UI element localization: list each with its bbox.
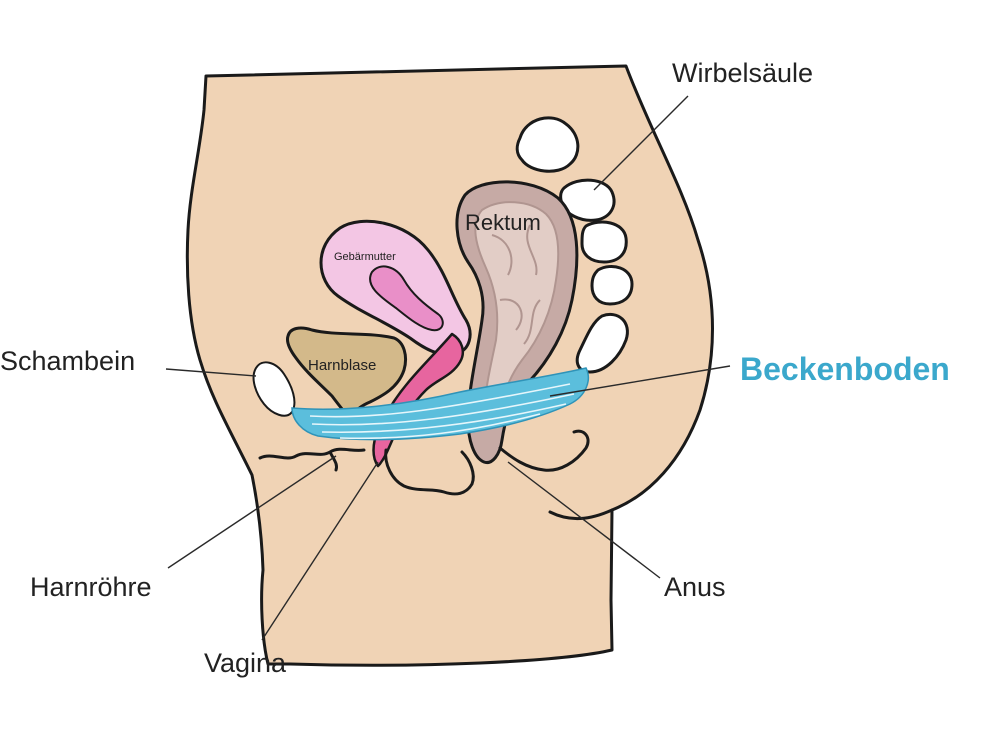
label-harnroehre: Harnröhre	[30, 572, 152, 602]
label-rektum: Rektum	[465, 210, 541, 235]
vertebra	[582, 222, 626, 262]
label-gebaermutter: Gebärmutter	[334, 251, 396, 263]
label-beckenboden: Beckenboden	[740, 351, 950, 387]
vertebra	[592, 266, 632, 304]
label-anus: Anus	[664, 572, 726, 602]
vertebra	[517, 118, 578, 171]
label-vagina: Vagina	[204, 648, 287, 678]
label-wirbelsaeule: Wirbelsäule	[672, 58, 813, 88]
label-harnblase: Harnblase	[308, 357, 376, 374]
label-schambein: Schambein	[0, 346, 135, 376]
